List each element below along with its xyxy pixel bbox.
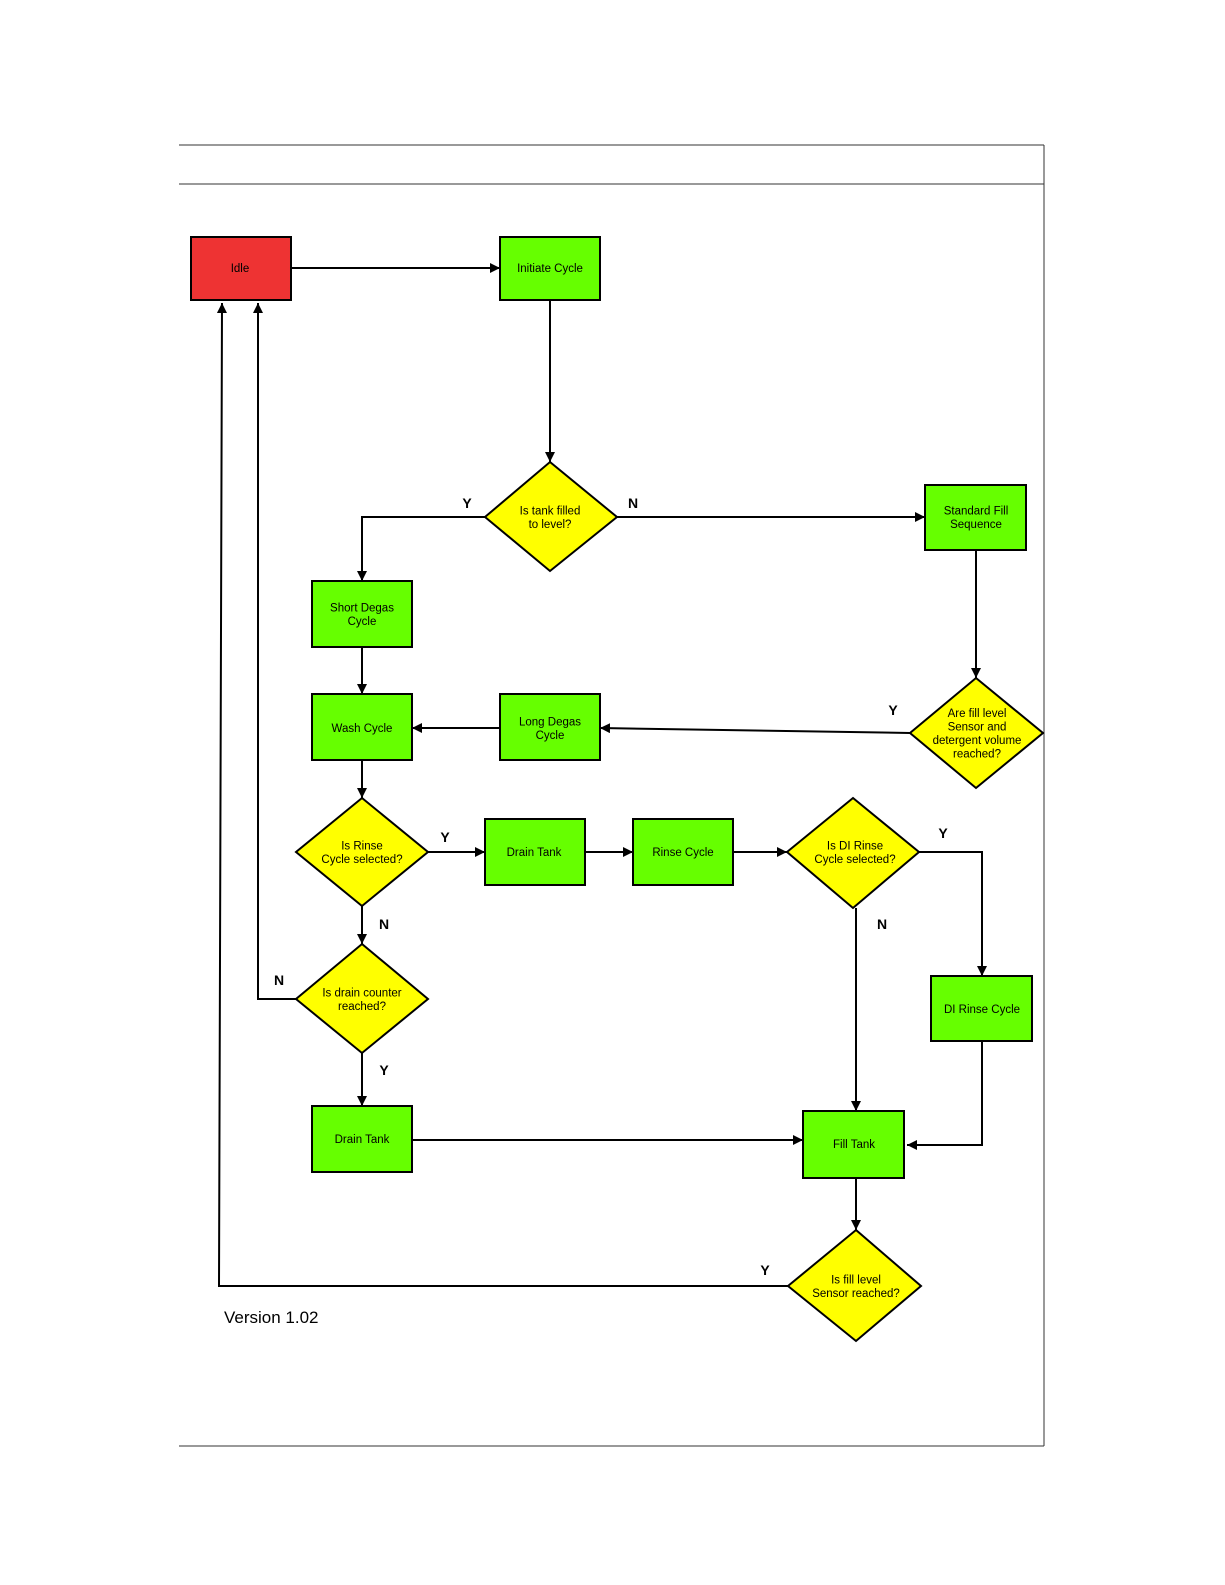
edge-labels: Y N Y Y N Y N N Y Y [274, 495, 948, 1278]
page-frame [179, 144, 1045, 1447]
label-tank-filled: Is tank filled to level? [520, 505, 581, 531]
label-idle: Idle [231, 263, 250, 275]
edge-di-rinse-fill-tank [907, 1041, 983, 1150]
node-label-line: Are fill level [948, 708, 1007, 720]
node-rinse-selected-diamond [294, 796, 430, 908]
node-label-line: Cycle selected? [321, 854, 402, 866]
node-label-line: Is Rinse [341, 840, 383, 852]
connectors [216, 263, 987, 1287]
node-label-line: Is fill level [831, 1274, 881, 1286]
node-drain-counter-diamond [294, 942, 430, 1055]
nodes [190, 236, 1045, 1343]
edge-label-rinse-yes: Y [440, 829, 450, 845]
node-fill-detergent-diamond [908, 676, 1045, 790]
edge-label-fill-sensor-yes: Y [760, 1262, 770, 1278]
node-label-line: Cycle selected? [814, 854, 895, 866]
label-drain-tank-1: Drain Tank [507, 847, 562, 859]
node-tank-filled-diamond [483, 460, 619, 573]
node-label-line: Long Degas [519, 716, 581, 728]
edge-label-rinse-no: N [379, 916, 389, 932]
label-wash: Wash Cycle [332, 723, 393, 735]
edge-tank-filled-short-degas [357, 516, 485, 581]
label-drain-counter: Is drain counter reached? [322, 987, 401, 1013]
node-label-line: Is drain counter [322, 987, 401, 999]
edge-di-decision-di-rinse [919, 851, 987, 976]
node-label-line: Sequence [950, 519, 1002, 531]
node-label-line: Sensor and [948, 721, 1007, 733]
node-label-line: Cycle [536, 730, 565, 742]
node-di-rinse-box [930, 975, 1033, 1042]
edge-label-drain-counter-yes: Y [379, 1062, 389, 1078]
node-label-line: Short Degas [330, 602, 394, 614]
edge-label-fill-detergent-yes: Y [888, 702, 898, 718]
edge-drain-counter-idle [253, 303, 296, 1000]
node-label-line: Sensor reached? [812, 1288, 900, 1300]
version-label: Version 1.02 [224, 1308, 319, 1327]
node-label-line: Fill Tank [833, 1139, 875, 1151]
node-label-line: Is DI Rinse [827, 840, 883, 852]
node-standard-fill-box [924, 484, 1027, 551]
node-label-line: DI Rinse Cycle [944, 1004, 1020, 1016]
node-long-degas-box [499, 693, 601, 761]
edge-label-drain-counter-no: N [274, 972, 284, 988]
label-initiate: Initiate Cycle [517, 263, 583, 275]
edge-label-tank-filled-yes: Y [462, 495, 472, 511]
label-di-rinse: DI Rinse Cycle [944, 1004, 1020, 1016]
edge-fill-sensor-idle [216, 302, 788, 1287]
node-label-line: Initiate Cycle [517, 263, 583, 275]
node-label-line: detergent volume [933, 735, 1022, 747]
node-wash-box [311, 693, 413, 761]
edge-label-di-rinse-yes: Y [938, 825, 948, 841]
label-fill-tank: Fill Tank [833, 1139, 875, 1151]
node-drain-tank-1-box [484, 818, 586, 886]
node-label-line: Rinse Cycle [652, 847, 713, 859]
node-labels: Idle Initiate Cycle Is tank filled to lev… [231, 263, 1022, 1300]
node-label-line: reached? [338, 1001, 386, 1013]
node-fill-sensor-diamond [786, 1228, 923, 1343]
node-short-degas-box [311, 580, 413, 648]
node-initiate-box [499, 236, 601, 301]
label-rinse: Rinse Cycle [652, 847, 713, 859]
node-drain-tank-2-box [311, 1105, 413, 1173]
node-label-line: Drain Tank [507, 847, 562, 859]
node-fill-tank-box [802, 1110, 905, 1179]
node-label-line: Cycle [348, 616, 377, 628]
node-label-line: Idle [231, 263, 250, 275]
label-drain-tank-2: Drain Tank [335, 1134, 390, 1146]
node-label-line: Wash Cycle [332, 723, 393, 735]
node-idle-box [190, 236, 292, 301]
node-label-line: Is tank filled [520, 505, 581, 517]
edge-label-tank-filled-no: N [628, 495, 638, 511]
node-rinse-box [632, 818, 734, 886]
node-label-line: Drain Tank [335, 1134, 390, 1146]
node-label-line: Standard Fill [944, 505, 1009, 517]
edge-label-di-rinse-no: N [877, 916, 887, 932]
node-label-line: reached? [953, 748, 1001, 760]
node-di-rinse-selected-diamond [785, 796, 921, 910]
node-label-line: to level? [529, 519, 572, 531]
edge-decision-long-degas [599, 723, 911, 734]
